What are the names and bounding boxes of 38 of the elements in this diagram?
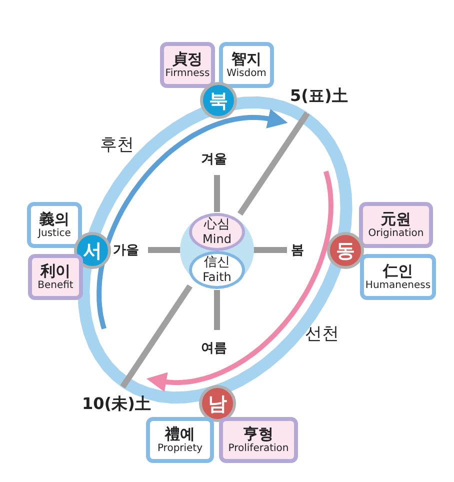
- label-title: 義의: [40, 210, 70, 228]
- label-title: 亨형: [244, 426, 274, 442]
- text-label: 10(未)土: [82, 394, 151, 415]
- label-title: 心심: [204, 218, 230, 232]
- text-label: 겨울: [201, 151, 227, 168]
- label-box: [146, 417, 214, 463]
- label-subtitle: Faith: [202, 270, 232, 284]
- label-box: [219, 417, 298, 463]
- label-box: [28, 254, 83, 300]
- label-title: 利이: [40, 262, 70, 280]
- text-label: 5(표)土: [290, 86, 348, 107]
- label-title: 禮예: [165, 426, 195, 442]
- label-title: 信신: [204, 256, 230, 270]
- text-label: 가을: [113, 242, 139, 259]
- label-title: 智지: [232, 50, 262, 68]
- label-ellipse: [189, 251, 245, 289]
- label-title: 貞정: [172, 50, 202, 68]
- label-box: [27, 202, 82, 248]
- text-label: 선천: [305, 323, 339, 345]
- label-subtitle: Proliferation: [228, 442, 289, 454]
- label-subtitle: Justice: [38, 228, 71, 240]
- label-subtitle: Benefit: [38, 280, 74, 292]
- text-label: 여름: [201, 340, 227, 357]
- label-ellipse: [189, 213, 245, 251]
- label-subtitle: Wisdom: [226, 68, 266, 80]
- label-subtitle: Mind: [202, 232, 232, 246]
- label-box: [160, 42, 215, 88]
- label-subtitle: Humaneness: [365, 280, 431, 292]
- label-subtitle: Origination: [368, 228, 424, 240]
- label-title: 仁인: [383, 262, 413, 280]
- label-title: 元원: [381, 210, 411, 228]
- text-label: 봄: [291, 242, 304, 259]
- label-subtitle: Propriety: [157, 442, 203, 454]
- label-box: [359, 202, 433, 248]
- label-subtitle: Firmness: [165, 68, 210, 80]
- label-box: [360, 254, 436, 300]
- label-box: [219, 42, 274, 88]
- text-label: 후천: [100, 134, 134, 156]
